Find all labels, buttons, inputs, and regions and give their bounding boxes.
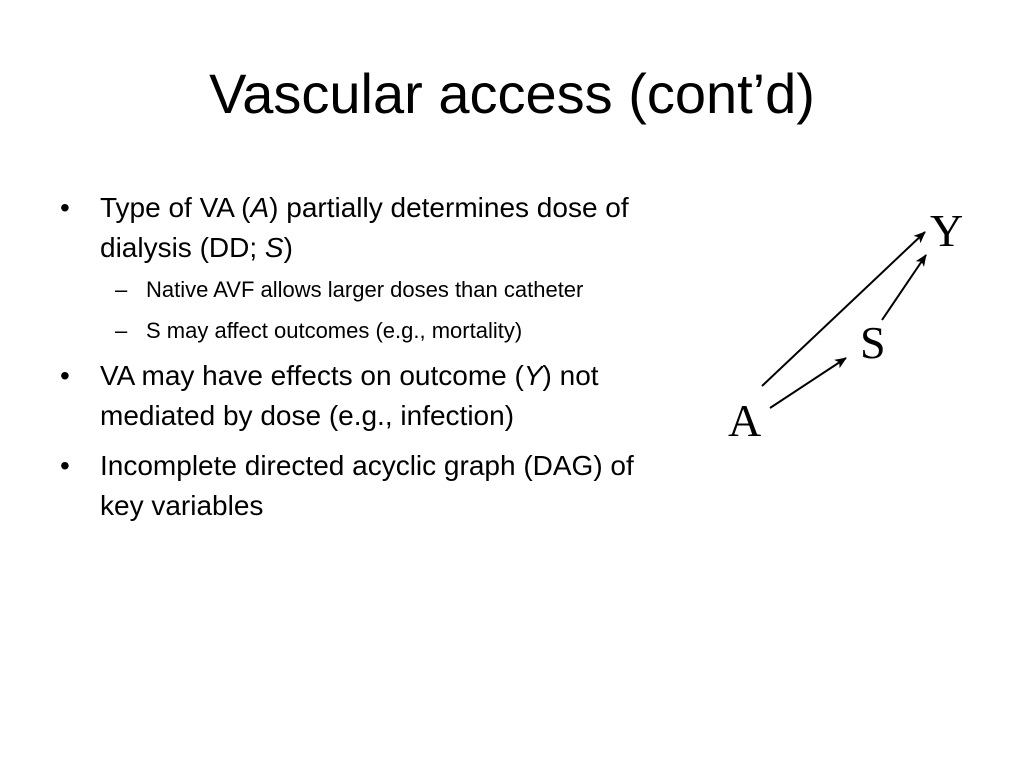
dash-marker: – — [115, 318, 128, 343]
edge-s-to-y — [881, 254, 927, 321]
bullet-marker: • — [60, 450, 70, 481]
bullet-marker: • — [60, 360, 70, 391]
text-run: ) not mediated by dose (e.g., infection) — [100, 360, 599, 431]
subbullet-item: – Native AVF allows larger doses than ca… — [100, 274, 658, 305]
edge-a-to-y — [761, 231, 926, 387]
subbullet-item: – S may affect outcomes (e.g., mortality… — [100, 315, 658, 346]
bullet-marker: • — [60, 192, 70, 223]
bullet-item: • Type of VA (A) partially determines do… — [58, 188, 658, 346]
bullet-item: • Incomplete directed acyclic graph (DAG… — [58, 446, 658, 526]
variable-s: S — [264, 232, 284, 263]
slide-title: Vascular access (cont’d) — [209, 62, 815, 125]
text-run: ) partially determines dose of dialysis … — [100, 192, 629, 263]
node-y-label: Y — [930, 205, 963, 256]
subbullet-list: – Native AVF allows larger doses than ca… — [100, 274, 658, 346]
subbullet-text: S may affect outcomes (e.g., mortality) — [146, 318, 523, 343]
text-run: VA may have effects on outcome ( — [100, 360, 524, 391]
text-run: ) — [283, 232, 293, 263]
dag-diagram: A S Y — [728, 205, 963, 446]
bullet-text: Type of VA (A) partially determines dose… — [100, 192, 629, 263]
edge-a-to-s — [769, 357, 847, 409]
variable-y: Y — [523, 360, 543, 391]
bullet-list: • Type of VA (A) partially determines do… — [58, 188, 658, 536]
bullet-item: • VA may have effects on outcome (Y) not… — [58, 356, 658, 436]
subbullet-text: Native AVF allows larger doses than cath… — [146, 277, 584, 302]
variable-a: A — [250, 192, 270, 223]
dash-marker: – — [115, 277, 128, 302]
node-s-label: S — [860, 317, 886, 368]
text-run: Type of VA ( — [100, 192, 251, 223]
bullet-text: VA may have effects on outcome (Y) not m… — [100, 360, 599, 431]
bullet-text: Incomplete directed acyclic graph (DAG) … — [100, 450, 634, 521]
node-a-label: A — [728, 395, 761, 446]
